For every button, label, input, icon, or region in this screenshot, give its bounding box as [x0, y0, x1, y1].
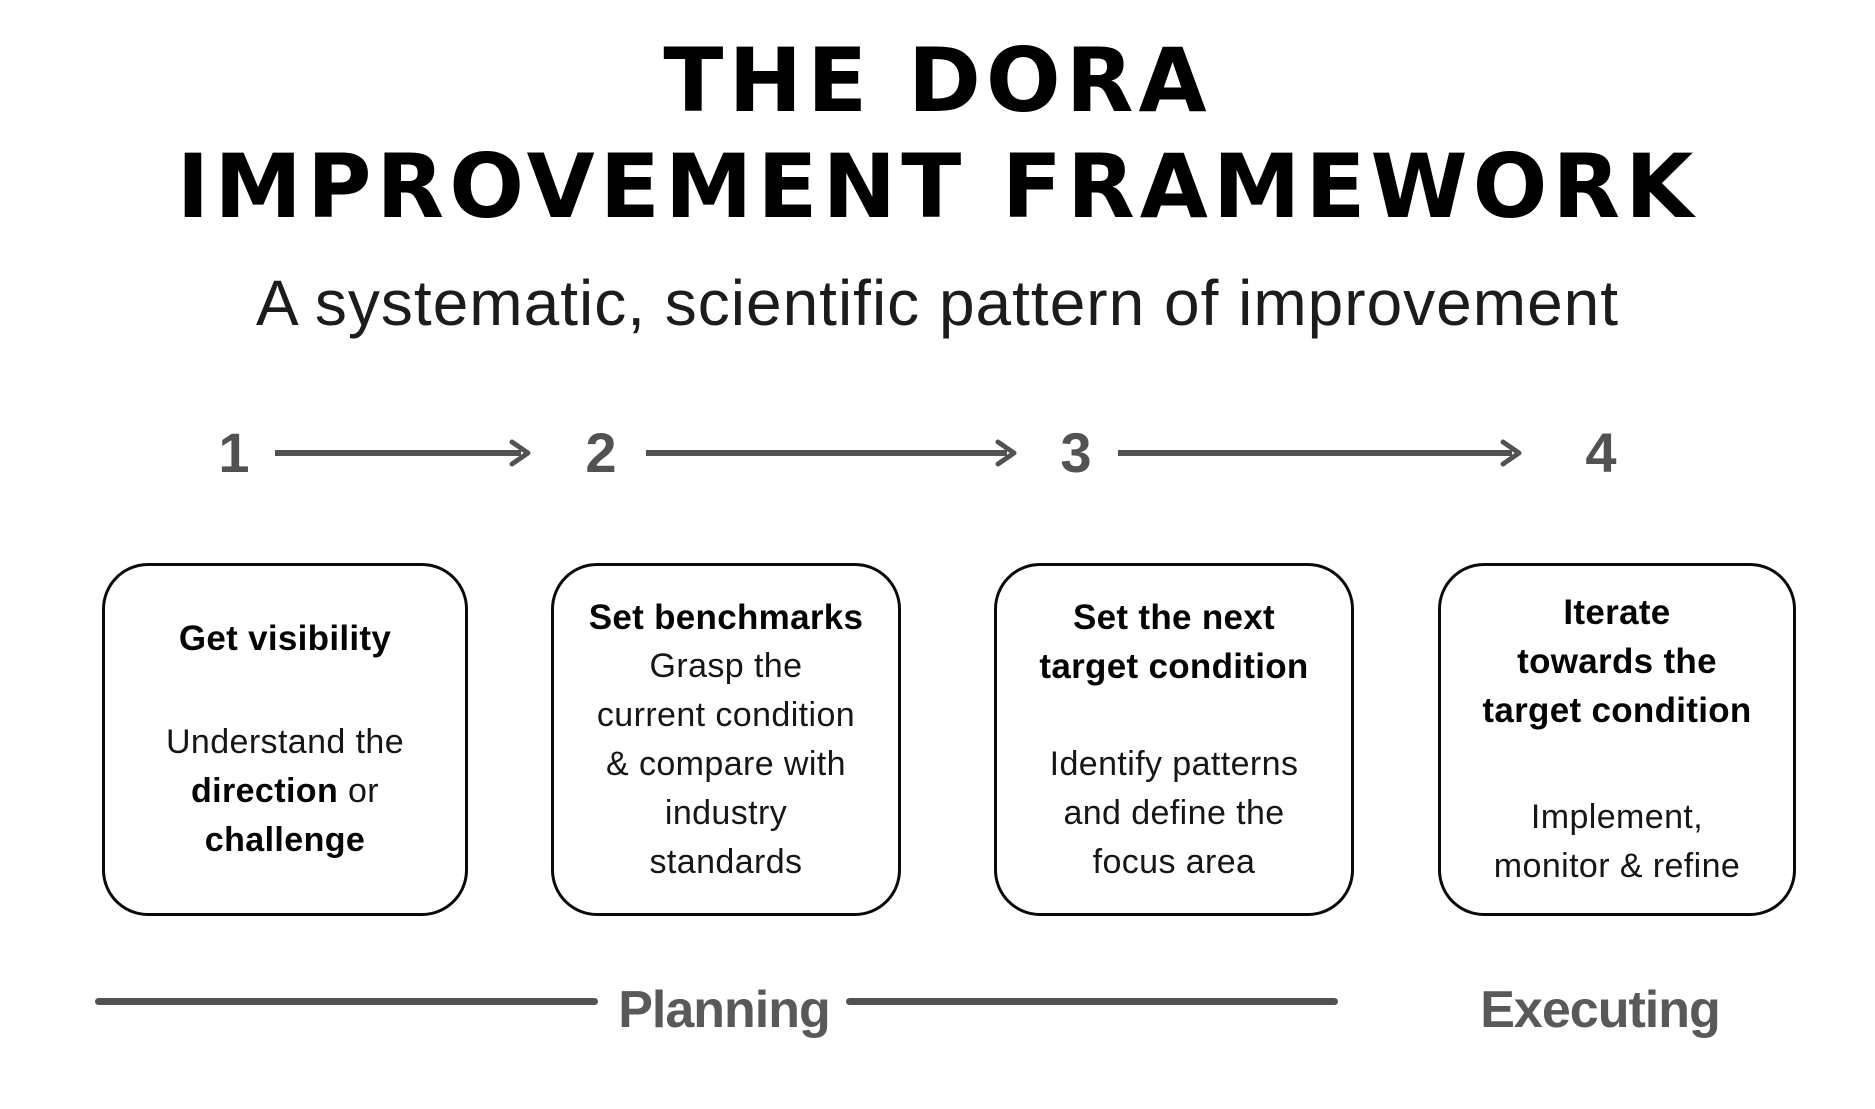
card-body-line: direction or — [166, 767, 404, 816]
card-body: Understand the direction or challenge — [166, 718, 404, 865]
planning-label: Planning — [618, 981, 831, 1039]
step-number-3: 3 — [1060, 421, 1092, 484]
card-heading-line: Iterate — [1563, 593, 1671, 632]
card-body-line: & compare with — [597, 740, 855, 789]
card-heading-line: towards the — [1517, 642, 1717, 681]
body-text: Implement, — [1530, 798, 1704, 836]
step-card-set-benchmarks: Set benchmarks Grasp the current conditi… — [551, 563, 901, 916]
body-text: & compare with — [606, 744, 846, 783]
executing-label: Executing — [1480, 981, 1720, 1039]
body-text-bold: direction — [190, 772, 339, 810]
body-text: industry — [664, 793, 788, 832]
body-text: current condition — [596, 695, 856, 734]
right-arrow-icon — [275, 439, 531, 467]
body-text: Grasp the — [649, 646, 803, 685]
body-text: or — [338, 772, 380, 810]
card-spacer — [115, 663, 455, 718]
flow-arrow-icon-1-2 — [272, 435, 538, 471]
right-arrow-icon — [1118, 439, 1522, 467]
card-body-line: Identify patterns — [1050, 740, 1299, 789]
body-text: Identify patterns — [1049, 744, 1299, 783]
card-body: Implement, monitor & refine — [1494, 793, 1740, 891]
step-card-iterate-towards-target: Iterate towards the target condition Imp… — [1438, 563, 1796, 916]
card-spacer — [1451, 735, 1783, 793]
flow-arrow-icon-2-3 — [643, 435, 1024, 471]
subtitle: A systematic, scientific pattern of impr… — [255, 267, 1620, 339]
body-text: monitor & refine — [1493, 847, 1741, 885]
card-heading-line: Get visibility — [178, 619, 392, 658]
card-body: Identify patterns and define the focus a… — [1050, 740, 1299, 887]
card-heading-line: target condition — [1039, 646, 1309, 686]
step-card-set-next-target-condition: Set the next target condition Identify p… — [994, 563, 1354, 916]
card-body-line: challenge — [166, 816, 404, 865]
card-body-line: standards — [597, 838, 855, 887]
step-number-4: 4 — [1585, 421, 1617, 484]
card-body-line: monitor & refine — [1494, 842, 1740, 891]
right-arrow-icon — [646, 439, 1017, 467]
planning-divider-line-right — [846, 998, 1338, 1005]
card-body-line: Grasp the — [597, 642, 855, 691]
card-heading-line: Set benchmarks — [588, 597, 864, 637]
card-heading-line: target condition — [1482, 691, 1752, 730]
card-heading: Set benchmarks — [589, 593, 864, 642]
main-title: THE DORA IMPROVEMENT FRAMEWORK — [0, 28, 1875, 240]
card-heading-line: Set the next — [1073, 597, 1275, 637]
card-body-line: current condition — [597, 691, 855, 740]
flow-arrow-icon-3-4 — [1115, 435, 1529, 471]
body-text-bold: challenge — [204, 821, 366, 859]
card-spacer — [1007, 691, 1341, 740]
card-body: Grasp the current condition & compare wi… — [597, 642, 855, 887]
body-text: focus area — [1092, 842, 1256, 881]
card-body-line: focus area — [1050, 838, 1299, 887]
body-text: standards — [649, 842, 803, 881]
step-number-1: 1 — [218, 421, 250, 484]
body-text: and define the — [1063, 793, 1285, 832]
card-body-line: Implement, — [1494, 793, 1740, 842]
card-heading: Set the next target condition — [1039, 593, 1308, 691]
main-title-line-2: IMPROVEMENT FRAMEWORK — [176, 135, 1699, 238]
card-body-line: industry — [597, 789, 855, 838]
planning-divider-line-left — [95, 998, 598, 1005]
card-body-line: and define the — [1050, 789, 1299, 838]
step-number-2: 2 — [585, 421, 617, 484]
body-text: Understand the — [165, 723, 405, 761]
main-title-line-1: THE DORA — [663, 29, 1212, 132]
card-heading: Iterate towards the target condition — [1482, 588, 1751, 735]
card-heading: Get visibility — [179, 614, 391, 663]
card-body-line: Understand the — [166, 718, 404, 767]
step-card-get-visibility: Get visibility Understand the direction … — [102, 563, 468, 916]
